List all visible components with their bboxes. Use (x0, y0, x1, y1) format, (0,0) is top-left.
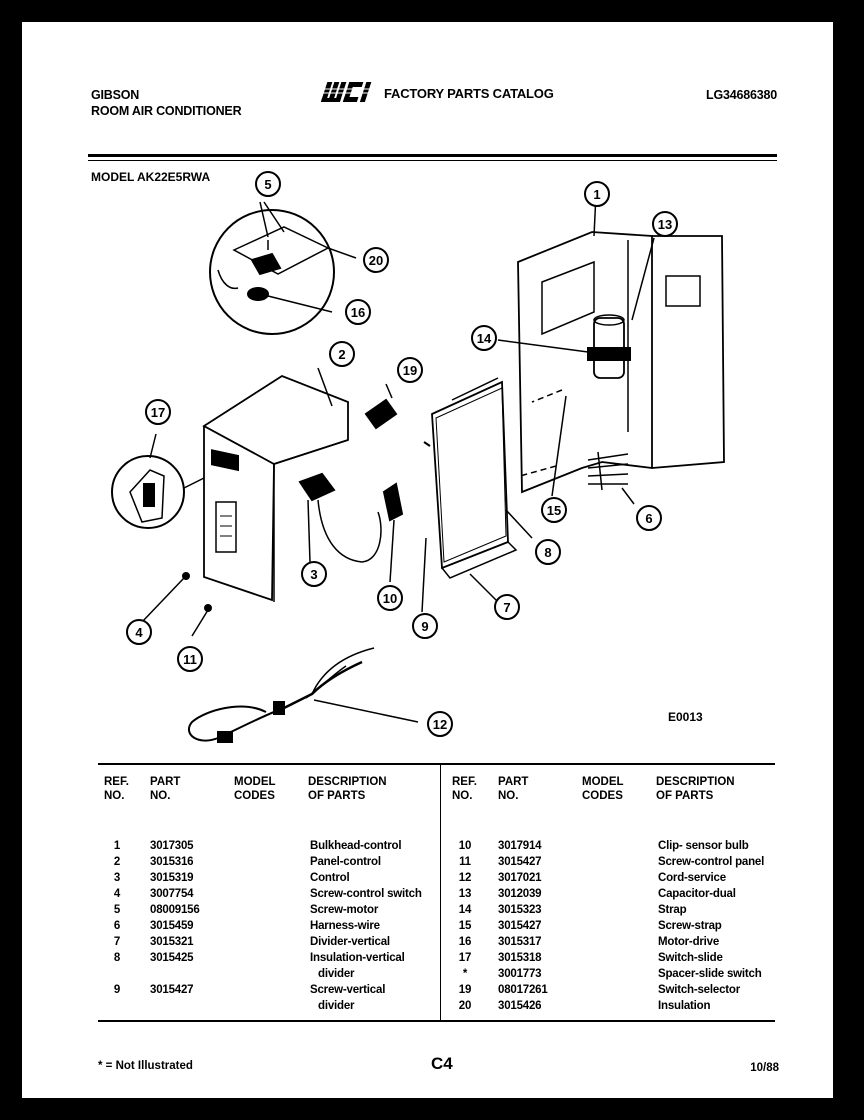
callout-15 (541, 497, 567, 523)
callout-16 (345, 299, 371, 325)
callout-label-7: 7 (503, 600, 510, 615)
callout-10 (377, 585, 403, 611)
header-rule-thin (88, 160, 777, 161)
table-row-continuation: divider (318, 968, 355, 980)
catalog-sheet: GIBSON ROOM AIR CONDITIONER FACTORY PART… (22, 22, 833, 1098)
callout-label-3: 3 (310, 567, 317, 582)
callout-label-17: 17 (151, 405, 165, 420)
callout-label-8: 8 (544, 545, 551, 560)
callout-13 (652, 211, 678, 237)
exploded-parts-diagram: 1 2 3 4 5 6 7 8 9 10 11 12 13 14 15 16 1… (111, 171, 725, 743)
catalog-code: LG34686380 (706, 88, 777, 102)
callout-label-1: 1 (593, 187, 600, 202)
diagram-code: E0013 (668, 710, 703, 724)
callout-4 (126, 619, 152, 645)
callout-5 (255, 171, 281, 197)
model-number: MODEL AK22E5RWA (91, 170, 211, 184)
callout-label-5: 5 (264, 177, 271, 192)
callout-7 (494, 594, 520, 620)
header-ref: REF.NO. (104, 776, 129, 802)
catalog-title: FACTORY PARTS CATALOG (384, 86, 554, 101)
detail-circle-motor (209, 209, 335, 335)
detail-circle-switch (111, 455, 185, 529)
callout-1 (584, 181, 610, 207)
callout-label-15: 15 (547, 503, 561, 518)
callout-3 (301, 561, 327, 587)
callout-label-16: 16 (351, 305, 365, 320)
header-rule (88, 154, 777, 157)
callout-label-19: 19 (403, 363, 417, 378)
callout-12 (427, 711, 453, 737)
footnote: * = Not Illustrated (98, 1060, 193, 1072)
callout-2 (329, 341, 355, 367)
header-ref: REF.NO. (452, 776, 477, 802)
callout-label-4: 4 (135, 625, 143, 640)
page-number: C4 (431, 1054, 453, 1073)
callout-label-20: 20 (369, 253, 383, 268)
callout-17 (145, 399, 171, 425)
callout-label-2: 2 (338, 347, 345, 362)
callout-label-6: 6 (645, 511, 652, 526)
table-row-continuation: divider (318, 1000, 355, 1012)
callout-label-11: 11 (183, 652, 197, 667)
callout-20 (363, 247, 389, 273)
callout-9 (412, 613, 438, 639)
callout-label-13: 13 (658, 217, 672, 232)
callout-8 (535, 539, 561, 565)
brand-name: GIBSON (91, 88, 140, 102)
callout-label-9: 9 (421, 619, 428, 634)
callout-11 (177, 646, 203, 672)
table-divider (440, 765, 441, 1020)
callout-14 (471, 325, 497, 351)
header-left: GIBSON ROOM AIR CONDITIONER (91, 87, 242, 119)
callout-6 (636, 505, 662, 531)
callout-label-10: 10 (383, 591, 397, 606)
product-name: ROOM AIR CONDITIONER (91, 104, 242, 118)
print-date: 10/88 (750, 1062, 779, 1074)
wci-logo (318, 82, 380, 102)
callout-label-12: 12 (433, 717, 447, 732)
callout-19 (397, 357, 423, 383)
callout-label-14: 14 (477, 331, 492, 346)
